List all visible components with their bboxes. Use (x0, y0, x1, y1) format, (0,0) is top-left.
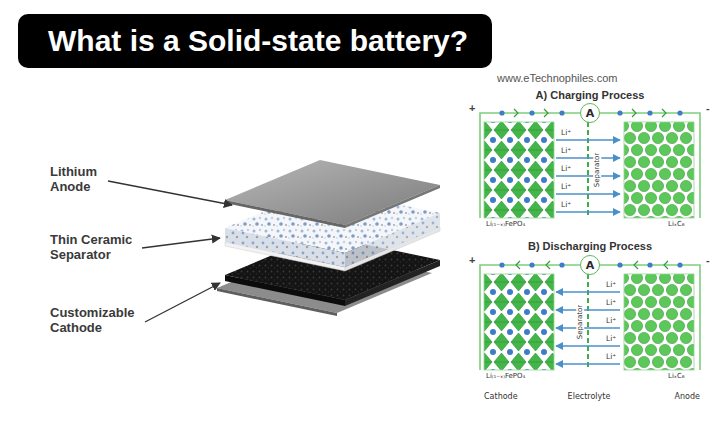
ion-label: Li⁺ (606, 299, 616, 308)
electron (647, 110, 652, 115)
ion-label: Li⁺ (561, 165, 571, 174)
electron (529, 110, 534, 115)
panel-heading: A) Charging Process (536, 89, 645, 102)
ion-arrow (556, 157, 620, 158)
electron (529, 262, 534, 267)
cathode-layer (345, 260, 440, 306)
polarity-sign: + (469, 254, 475, 267)
leader-arrow (142, 238, 220, 248)
polarity-sign: - (706, 102, 710, 115)
ammeter-circle: A (580, 103, 600, 123)
electron-dots (499, 110, 682, 267)
electron (647, 262, 652, 267)
ion-label: Li⁺ (561, 147, 571, 156)
part-label: Customizable Cathode (50, 306, 145, 336)
ion-label: Li⁺ (561, 201, 571, 210)
electron (559, 262, 564, 267)
anode-layer (225, 200, 345, 228)
title-text: What is a Solid-state battery? (48, 25, 468, 57)
electron (617, 110, 622, 115)
formula-label: Li₍₁₋ₓ₎FePO₄ (486, 220, 525, 228)
ion-label: Li⁺ (606, 353, 616, 362)
panel-heading: B) Discharging Process (528, 240, 652, 253)
title-bar: What is a Solid-state battery? (18, 14, 492, 68)
electron (499, 110, 504, 115)
ion-arrow (556, 175, 620, 176)
leader-arrows (108, 181, 232, 322)
ion-label: Li⁺ (561, 129, 571, 138)
formula-label: LiₓC₆ (668, 372, 685, 380)
polarity-sign: - (706, 254, 710, 267)
part-label: Lithium Anode (50, 165, 125, 195)
electron (499, 262, 504, 267)
bottom-label: Electrolyte (568, 392, 611, 401)
ion-label: Li⁺ (606, 335, 616, 344)
ion-arrow (556, 363, 620, 364)
ion-label: Li⁺ (561, 183, 571, 192)
electron (559, 110, 564, 115)
discharging-cell (480, 265, 700, 370)
bottom-label: Cathode (484, 392, 518, 401)
formula-label: LiₓC₆ (668, 220, 685, 228)
ion-arrow (556, 211, 620, 212)
ammeter-circle: A (580, 255, 600, 275)
battery-layers (217, 160, 440, 316)
separator-layer (225, 228, 345, 267)
meter-symbol: A (586, 108, 595, 119)
electron (617, 262, 622, 267)
electron (677, 262, 682, 267)
ion-arrow (556, 193, 620, 194)
leader-arrow (145, 283, 220, 322)
bottom-label: Anode (675, 392, 700, 401)
watermark: www.eTechnophiles.com (497, 72, 617, 85)
anode-layer (225, 160, 440, 225)
separator-label: Separator (593, 152, 601, 189)
cathode-layer (225, 275, 345, 306)
meter-symbol: A (586, 260, 595, 271)
ion-arrow (556, 291, 620, 292)
ion-label: Li⁺ (606, 281, 616, 290)
ion-arrow (556, 309, 620, 310)
ion-label: Li⁺ (606, 317, 616, 326)
ion-arrow (556, 327, 620, 328)
anode-layer (345, 185, 440, 228)
leader-arrow (108, 181, 232, 205)
electron-flow (499, 109, 682, 269)
separator-label: Separator (576, 304, 584, 341)
polarity-sign: + (469, 102, 475, 115)
charging-cell (480, 113, 700, 218)
part-label: Thin Ceramic Separator (50, 233, 145, 263)
ion-arrow (556, 345, 620, 346)
formula-label: Li₍₁₋ₓ₎FePO₄ (486, 372, 525, 380)
electron (677, 110, 682, 115)
ion-arrow (556, 139, 620, 140)
